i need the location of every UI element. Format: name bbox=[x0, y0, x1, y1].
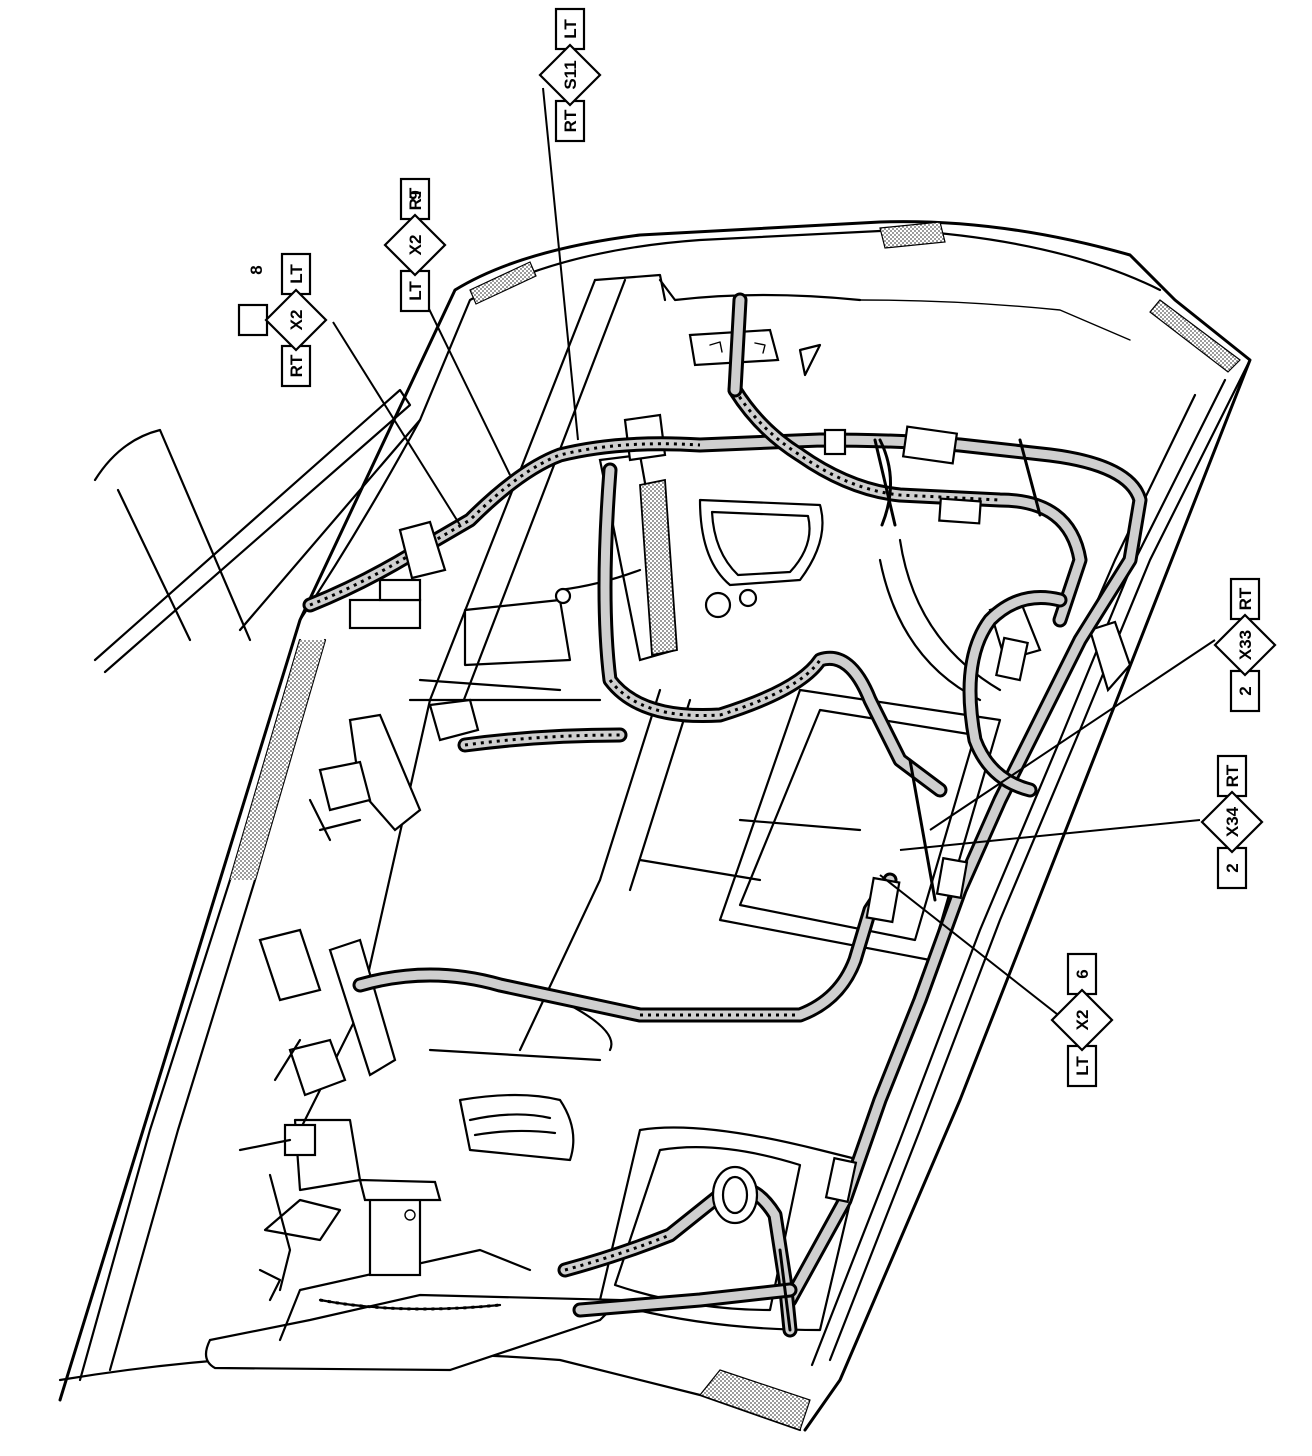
callout-x2-6-center: X2 bbox=[1073, 1010, 1092, 1031]
callout-x2-8-top: 8 bbox=[247, 265, 266, 274]
callout-s11-right: LT bbox=[561, 19, 580, 39]
callout-x34-right: RT bbox=[1223, 764, 1242, 787]
callout-x34: 2 X34 RT bbox=[1200, 754, 1264, 890]
callout-leaders bbox=[332, 87, 1216, 1019]
callout-x2-8-right: LT bbox=[287, 264, 306, 284]
callout-x33-right: RT bbox=[1236, 587, 1255, 610]
callout-x2-6-left: LT bbox=[1073, 1056, 1092, 1076]
callout-x2-8: RT X2 LT 8 bbox=[237, 252, 328, 388]
callout-x33: 2 X33 RT bbox=[1213, 577, 1277, 713]
wiring-harness bbox=[302, 292, 1148, 1338]
callout-x34-left: 2 bbox=[1223, 863, 1242, 872]
callout-x2-9-center: X2 bbox=[406, 235, 425, 256]
callout-x2-9-right: RT bbox=[406, 187, 425, 210]
callout-s11-center: S11 bbox=[561, 60, 580, 89]
callout-x33-center: X33 bbox=[1236, 630, 1255, 660]
callout-x2-6-top: 6 bbox=[1073, 969, 1092, 978]
callout-x2-9-left: LT bbox=[406, 281, 425, 301]
vehicle-floor-pan bbox=[58, 220, 1252, 1432]
callout-x2-8-center: X2 bbox=[287, 310, 306, 331]
callout-x2-8-left: RT bbox=[287, 354, 306, 377]
callout-x33-left: 2 bbox=[1236, 686, 1255, 695]
callout-s11-left: RT bbox=[561, 109, 580, 132]
callout-x2-9-top: 9 bbox=[406, 190, 425, 199]
callout-x2-6: LT X2 6 bbox=[1050, 952, 1114, 1088]
callout-s11: RT S11 LT bbox=[538, 7, 602, 143]
callout-x34-center: X34 bbox=[1223, 806, 1242, 837]
callout-x2-9: LT X2 RT 9 bbox=[383, 177, 447, 313]
